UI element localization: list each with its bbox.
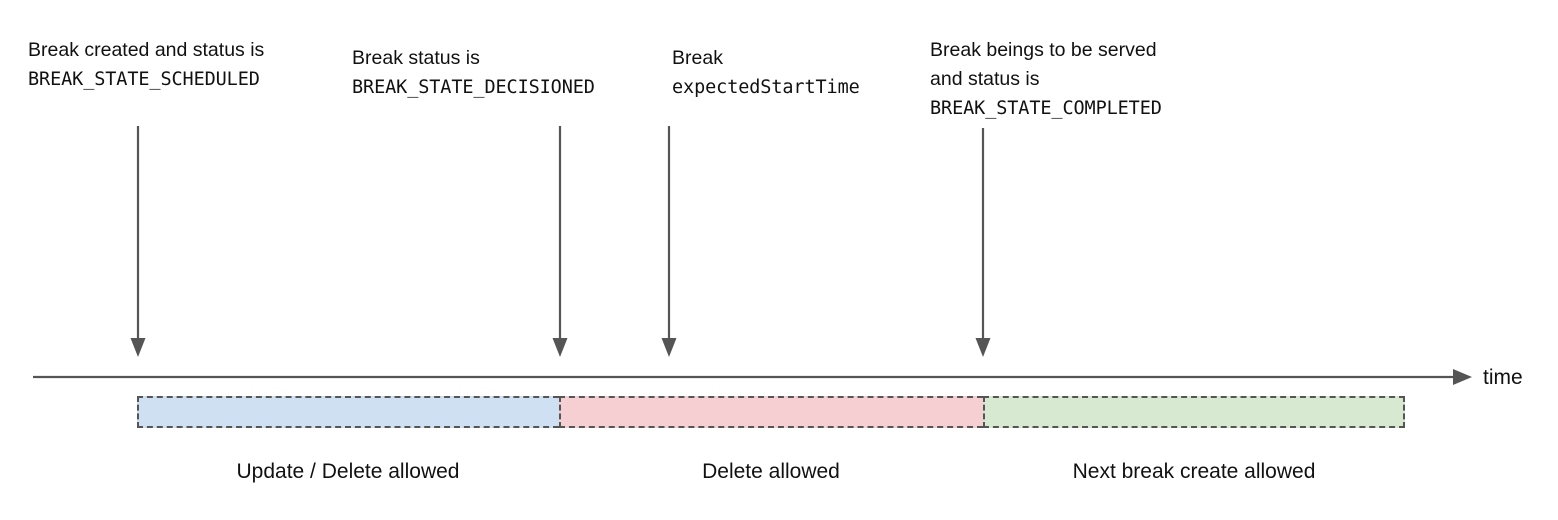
phase-segment-decisioned	[559, 396, 983, 428]
annotation-break-expected-start-time: Break expectedStartTime	[672, 44, 860, 102]
phase-segment-scheduled	[137, 396, 559, 428]
annotation-line-state-code: BREAK_STATE_DECISIONED	[352, 77, 595, 98]
annotation-line: Break beings to be served	[930, 39, 1157, 61]
pointer-arrow-break-completed	[975, 128, 991, 357]
annotation-break-decisioned: Break status is BREAK_STATE_DECISIONED	[352, 44, 595, 102]
pointer-arrow-break-expected-start-time	[661, 126, 677, 357]
annotation-line-field-code: expectedStartTime	[672, 77, 860, 98]
annotation-line: and status is	[930, 68, 1040, 90]
annotation-break-created: Break created and status is BREAK_STATE_…	[28, 36, 264, 94]
phase-caption-completed: Next break create allowed	[1072, 460, 1316, 483]
pointer-arrow-break-created	[130, 126, 146, 357]
time-axis-label: time	[1483, 366, 1523, 389]
annotation-line-state-code: BREAK_STATE_COMPLETED	[930, 98, 1162, 119]
phase-caption-decisioned: Delete allowed	[702, 460, 840, 483]
phase-caption-scheduled: Update / Delete allowed	[236, 460, 460, 483]
phase-bar	[137, 396, 1405, 428]
annotation-line-state-code: BREAK_STATE_SCHEDULED	[28, 69, 260, 90]
time-axis-arrow	[33, 369, 1472, 385]
phase-segment-completed	[983, 396, 1405, 428]
annotation-line: Break created and status is	[28, 39, 265, 61]
annotation-break-completed: Break beings to be served and status is …	[930, 36, 1162, 123]
annotation-line: Break	[672, 47, 723, 69]
pointer-arrow-break-decisioned	[552, 126, 568, 357]
annotation-line: Break status is	[352, 47, 480, 69]
